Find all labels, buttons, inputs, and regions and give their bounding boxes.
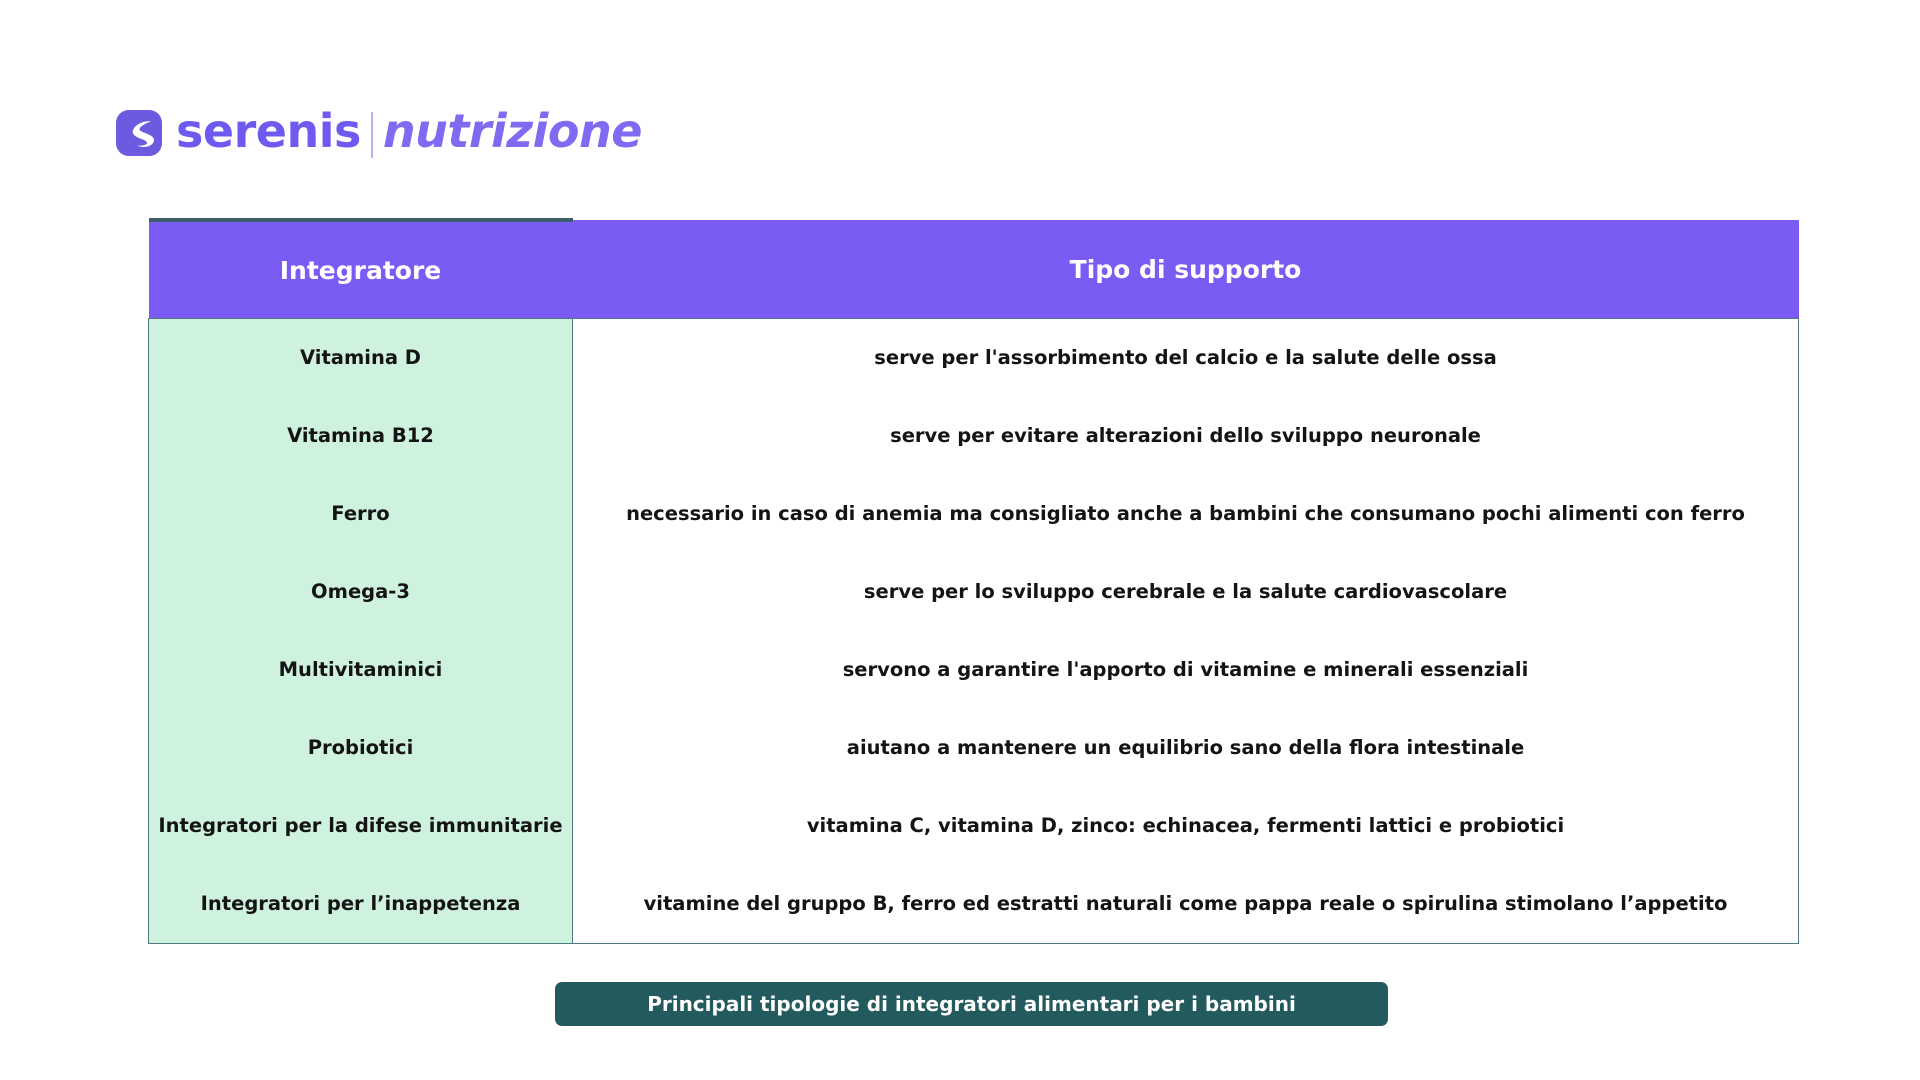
column-header-integratore: Integratore: [148, 218, 573, 319]
table-row: Vitamina D serve per l'assorbimento del …: [148, 318, 1799, 397]
table-row: Vitamina B12 serve per evitare alterazio…: [148, 397, 1799, 475]
serenis-s-mark-icon: [116, 109, 162, 156]
cell-support-type: necessario in caso di anemia ma consigli…: [572, 475, 1799, 553]
table-row: Integratori per l’inappetenza vitamine d…: [148, 865, 1799, 944]
cell-supplement-name: Integratori per la difese immunitarie: [148, 787, 573, 865]
cell-supplement-name: Vitamina D: [148, 318, 573, 397]
cell-supplement-name: Ferro: [148, 475, 573, 553]
table-row: Omega-3 serve per lo sviluppo cerebrale …: [148, 553, 1799, 631]
cell-supplement-name: Omega-3: [148, 553, 573, 631]
table-caption-bar: Principali tipologie di integratori alim…: [555, 982, 1388, 1026]
table-row: Multivitaminici servono a garantire l'ap…: [148, 631, 1799, 709]
table-body: Vitamina D serve per l'assorbimento del …: [148, 318, 1799, 944]
column-header-tipo-di-supporto: Tipo di supporto: [572, 220, 1799, 319]
brand-sub: nutrizione: [382, 104, 643, 158]
brand-divider: [370, 111, 373, 158]
cell-support-type: vitamina C, vitamina D, zinco: echinacea…: [572, 787, 1799, 865]
cell-support-type: serve per l'assorbimento del calcio e la…: [572, 318, 1799, 397]
supplements-table: Integratore Tipo di supporto Vitamina D …: [148, 218, 1799, 944]
cell-support-type: aiutano a mantenere un equilibrio sano d…: [572, 709, 1799, 787]
cell-support-type: vitamine del gruppo B, ferro ed estratti…: [572, 865, 1799, 944]
brand-name: serenis: [176, 104, 361, 158]
table-caption-text: Principali tipologie di integratori alim…: [647, 992, 1296, 1016]
cell-support-type: servono a garantire l'apporto di vitamin…: [572, 631, 1799, 709]
table-header: Integratore Tipo di supporto: [148, 218, 1799, 319]
cell-supplement-name: Probiotici: [148, 709, 573, 787]
table-row: Ferro necessario in caso di anemia ma co…: [148, 475, 1799, 553]
cell-supplement-name: Multivitaminici: [148, 631, 573, 709]
table-row: Probiotici aiutano a mantenere un equili…: [148, 709, 1799, 787]
cell-support-type: serve per evitare alterazioni dello svil…: [572, 397, 1799, 475]
cell-supplement-name: Vitamina B12: [148, 397, 573, 475]
cell-support-type: serve per lo sviluppo cerebrale e la sal…: [572, 553, 1799, 631]
table-header-row: Integratore Tipo di supporto: [148, 218, 1799, 319]
table-row: Integratori per la difese immunitarie vi…: [148, 787, 1799, 865]
cell-supplement-name: Integratori per l’inappetenza: [148, 865, 573, 944]
